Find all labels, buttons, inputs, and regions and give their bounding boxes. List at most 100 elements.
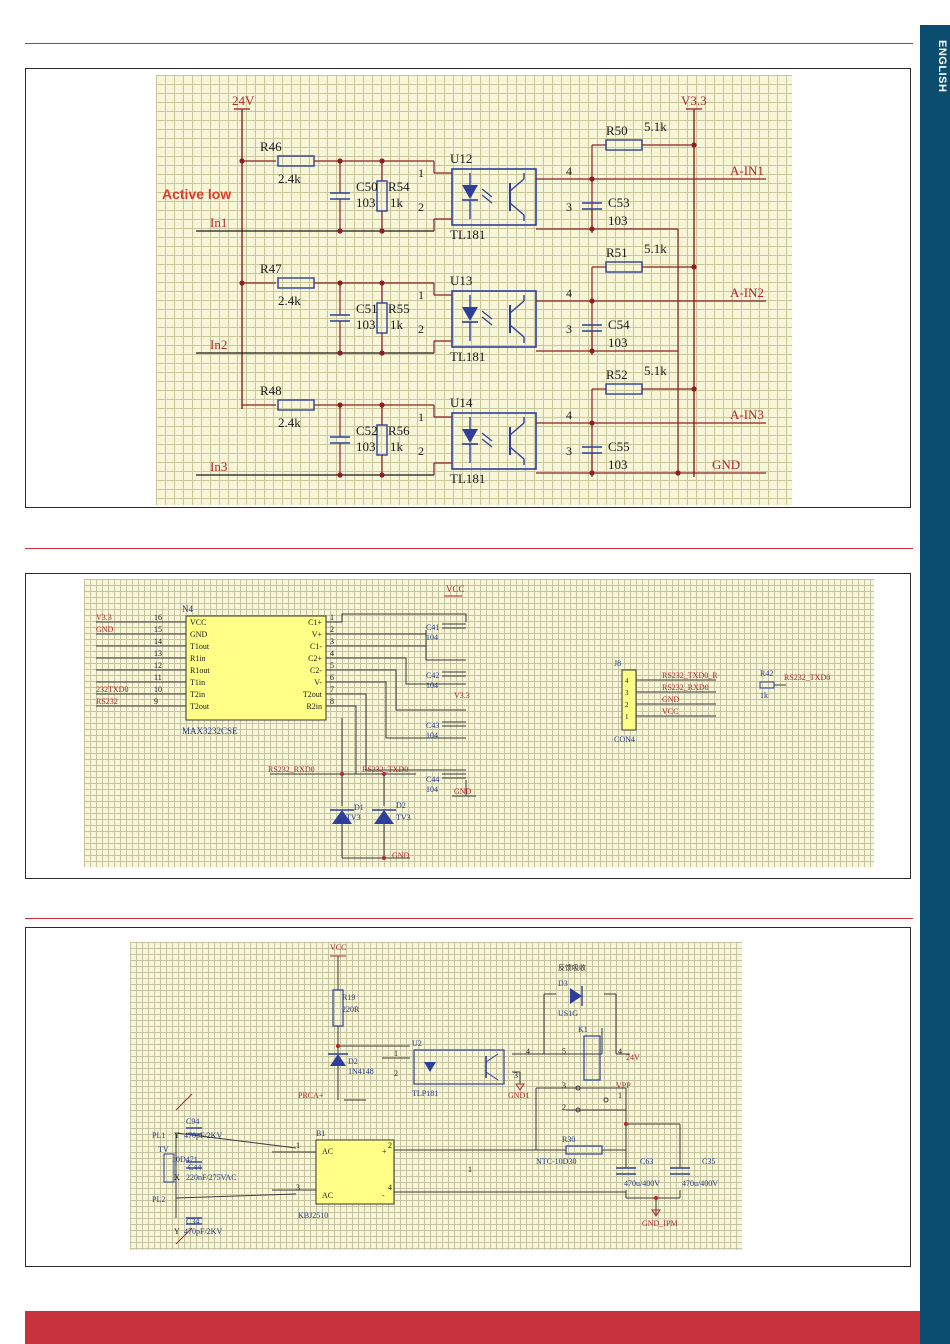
gnd-net: GND	[454, 787, 472, 796]
resistor-r19	[332, 989, 344, 1027]
connector-pin-number: 1	[625, 713, 629, 721]
diode-d3	[570, 988, 582, 1004]
r-shunt-ref: R55	[388, 301, 410, 316]
u2-part: TLP181	[412, 1089, 438, 1098]
connector-pin-number: 3	[625, 689, 629, 697]
cap-out-value: 103	[608, 457, 628, 472]
chip-pin-number: 10	[154, 685, 162, 694]
chip-ref: N4	[182, 604, 193, 614]
chip-pin-number: 11	[154, 673, 162, 682]
pin-label: 4	[526, 1047, 530, 1056]
d2-ref: D2	[348, 1057, 358, 1066]
connector-pin-number: 2	[625, 701, 629, 709]
channel-2: R47 2.4k C51 103 R55 1k U13 TL181 1 2 3 …	[196, 241, 766, 364]
pin-label: 5	[562, 1047, 566, 1056]
chip-pin-name: V-	[314, 678, 322, 687]
chip-pin-name: T1in	[190, 678, 205, 687]
txd-net: RS232_TXD0	[362, 765, 408, 774]
prca-net: PRCA+	[298, 1091, 324, 1100]
cap-out-ref: C53	[608, 195, 630, 210]
chip-pin-name: R1out	[190, 666, 210, 675]
cap-ref: C44	[426, 775, 439, 784]
r-shunt-ref: R54	[388, 179, 410, 194]
output-net-label: A-IN2	[730, 285, 764, 300]
pin-label: 2	[418, 322, 424, 336]
cap-value: 104	[426, 633, 438, 642]
input-net-label: In3	[210, 459, 227, 474]
c94-value: 470pF/2KV	[184, 1131, 222, 1140]
chip-pin-net: GND	[96, 625, 114, 634]
cap-out-ref: C54	[608, 317, 630, 332]
c35-ref: C35	[702, 1157, 715, 1166]
d2-part: 1N4148	[348, 1067, 374, 1076]
chip-pin-name: R2in	[306, 702, 322, 711]
pin-label: 2	[388, 1141, 392, 1150]
rs232-schematic: N4 MAX3232CSE VCC 16VCCV3.315GNDGND14T1o…	[96, 584, 830, 860]
connector-pin-net: RS232_RXD0	[662, 683, 709, 692]
tv-ref: TV	[158, 1145, 169, 1154]
pin-label: 4	[566, 164, 572, 178]
r-in-value: 2.4k	[278, 171, 301, 186]
input-net-label: In1	[210, 215, 227, 230]
section-rule	[25, 548, 913, 549]
cap-value: 104	[426, 681, 438, 690]
u2-ref: U2	[412, 1039, 422, 1048]
d2-ref: D2	[396, 801, 406, 810]
tv-part: 10D471	[172, 1155, 198, 1164]
diagram3-frame: VCC R19 220R D2 1N4148 PRCA+ U2 TLP181 1…	[25, 927, 911, 1267]
c34-value: 470pF/2KV	[184, 1227, 222, 1236]
cap-ref: C52	[356, 423, 378, 438]
tvs-diode-d2	[374, 810, 394, 824]
pl2-ref: PL2	[152, 1195, 165, 1204]
r19-ref: R19	[342, 993, 355, 1002]
sidebar-language-label: ENGLISH	[936, 40, 948, 93]
chip-pin-number: 7	[330, 685, 334, 694]
pin-label: 3	[566, 444, 572, 458]
pin-label: 4	[566, 408, 572, 422]
chip-pin-number: 9	[154, 697, 158, 706]
gnd1-net: GND1	[508, 1091, 529, 1100]
pin-label: 1	[296, 1141, 300, 1150]
thermistor-r30	[565, 1145, 603, 1155]
v33-net: V3.3	[454, 691, 470, 700]
optocoupler-u2	[413, 1049, 505, 1085]
gnd-net-label: GND	[712, 457, 740, 472]
r-pullup-ref: R51	[606, 245, 628, 260]
pin-label: 2	[562, 1103, 566, 1112]
connector-pin-net: RS232_TXD0_R	[662, 671, 718, 680]
r-pullup-value: 5.1k	[644, 363, 667, 378]
connector-pin-number: 4	[625, 677, 629, 685]
r-shunt-value: 1k	[390, 317, 404, 332]
chip-pin-number: 12	[154, 661, 162, 670]
chip-pin-name: C1-	[310, 642, 322, 651]
channel-3: R48 2.4k C52 103 R56 1k U14 TL181 1 2 3 …	[196, 363, 766, 486]
active-low-note: Active low	[162, 186, 231, 202]
v24-net: 24V	[626, 1053, 640, 1062]
bridge-rectifier-b1	[315, 1139, 395, 1205]
rxd-net: RS232_RXD0	[268, 765, 315, 774]
r-in-value: 2.4k	[278, 415, 301, 430]
vpp-net: VPP	[616, 1081, 631, 1090]
cap-value: 103	[356, 439, 376, 454]
opto-ref: U12	[450, 151, 472, 166]
input-net-label: In2	[210, 337, 227, 352]
sidebar	[920, 25, 950, 1344]
r-pullup-value: 5.1k	[644, 119, 667, 134]
opto-part: TL181	[450, 227, 485, 242]
r-shunt-value: 1k	[390, 439, 404, 454]
diagram3-grid	[130, 942, 742, 1250]
cap-ref: C43	[426, 721, 439, 730]
cap-value: 103	[356, 317, 376, 332]
y-cap-label: Y	[174, 1227, 180, 1236]
chip-pin-number: 14	[154, 637, 162, 646]
chip-pin-name: C2-	[310, 666, 322, 675]
cap-value: 103	[356, 195, 376, 210]
bridge-ref: B1	[316, 1129, 325, 1138]
pin-label: 4	[618, 1047, 622, 1056]
r-in-ref: R47	[260, 261, 282, 276]
section-rule	[25, 918, 913, 919]
footer-bar	[25, 1311, 920, 1344]
